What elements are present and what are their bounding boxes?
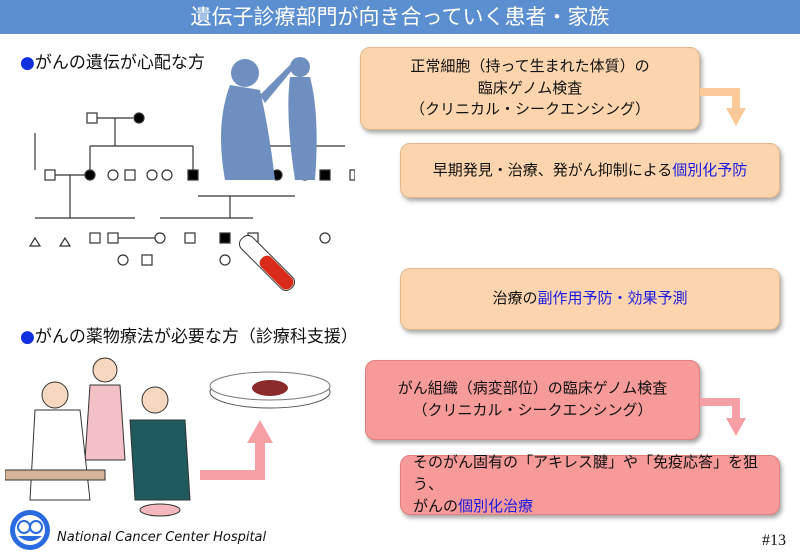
box-text: そのがん固有の「アキレス腱」や「免疫応答」を狙う、 bbox=[413, 453, 759, 494]
highlight-text: 個別化予防 bbox=[672, 160, 748, 179]
pedigree-chart-image bbox=[28, 112, 355, 266]
down-arrow-icon bbox=[700, 398, 746, 436]
page-number: #13 bbox=[762, 532, 786, 549]
blood-tube-icon bbox=[238, 234, 296, 292]
box-text: （クリニカル・シークエンシング） bbox=[409, 100, 650, 119]
box-text: 早期発見・治療、発がん抑制による bbox=[432, 160, 673, 179]
section-label: がんの薬物療法が必要な方（診療科支援） bbox=[34, 327, 358, 347]
highlight-text: 個別化治療 bbox=[458, 496, 534, 515]
personalized-prevention-box: 早期発見・治療、発がん抑制による個別化予防 bbox=[400, 143, 780, 198]
section-label: がんの遺伝が心配な方 bbox=[34, 53, 205, 73]
down-arrow-icon bbox=[700, 88, 746, 126]
up-arrow-icon bbox=[200, 420, 273, 480]
petri-dish-tissue-image bbox=[209, 371, 331, 409]
box-text: 治療の bbox=[492, 289, 538, 308]
section-drug-therapy-heading: ●がんの薬物療法が必要な方（診療科支援） bbox=[20, 322, 358, 347]
box-text: がんの bbox=[413, 496, 459, 515]
section-hereditary-heading: ●がんの遺伝が心配な方 bbox=[20, 48, 205, 73]
side-effect-prediction-box: 治療の副作用予防・効果予測 bbox=[400, 268, 780, 330]
parent-child-silhouette bbox=[221, 57, 317, 180]
box-text: がん組織（病変部位）の臨床ゲノム検査 bbox=[397, 379, 668, 398]
hospital-name: National Cancer Center Hospital bbox=[57, 530, 267, 545]
box-text: （クリニカル・シークエンシング） bbox=[412, 401, 653, 419]
somatic-genome-test-box: がん組織（病変部位）の臨床ゲノム検査 （クリニカル・シークエンシング） bbox=[365, 360, 700, 440]
bullet-icon: ● bbox=[20, 53, 35, 73]
slide-title: 遺伝子診療部門が向き合っていく患者・家族 bbox=[0, 0, 800, 34]
box-text: 正常細胞（持って生まれた体質）の bbox=[410, 56, 650, 75]
doctor-patient-illustration bbox=[5, 357, 191, 517]
personalized-therapy-box: そのがん固有の「アキレス腱」や「免疫応答」を狙う、 がんの個別化治療 bbox=[400, 453, 780, 515]
germline-genome-test-box: 正常細胞（持って生まれた体質）の 臨床ゲノム検査 （クリニカル・シークエンシング… bbox=[360, 47, 700, 130]
hospital-logo-icon bbox=[10, 510, 50, 550]
highlight-text: 副作用予防・効果予測 bbox=[537, 289, 688, 308]
bullet-icon: ● bbox=[20, 327, 35, 347]
box-text: 臨床ゲノム検査 bbox=[477, 78, 583, 97]
